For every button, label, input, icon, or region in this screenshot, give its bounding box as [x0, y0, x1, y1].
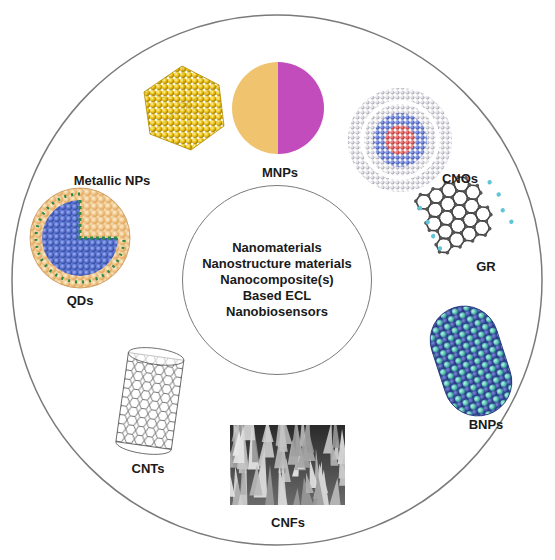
part-label-holder: QDs [67, 291, 94, 309]
graphene-figure [412, 162, 515, 258]
part-label-holder: BNPs [469, 415, 504, 433]
part-label: MNPs [262, 165, 298, 180]
part-label-holder: GR [476, 257, 496, 275]
cno-figure [348, 88, 452, 192]
part-label-holder: CNTs [132, 459, 165, 477]
part-label: CNFs [271, 515, 305, 530]
outer-circle [12, 15, 542, 545]
center-text: Nanomaterials Nanostructure materials Na… [200, 240, 354, 320]
part-label: Metallic NPs [74, 173, 151, 188]
part-label-holder: MNPs [262, 163, 298, 181]
part-label-holder: CNOs [442, 169, 478, 187]
bnp-figure [421, 297, 520, 425]
part-label: QDs [67, 293, 94, 308]
part-label: GR [476, 259, 496, 274]
part-label: BNPs [469, 417, 504, 432]
cnt-figure [115, 345, 185, 458]
qd-figure [30, 188, 130, 288]
part-label-holder: CNFs [271, 513, 305, 531]
cnf-figure [223, 391, 348, 514]
part-label: CNTs [132, 461, 165, 476]
mnp-figure [232, 62, 324, 154]
center-circle: Nanomaterials Nanostructure materials Na… [182, 185, 372, 375]
part-label: CNOs [442, 171, 478, 186]
part-label-holder: Metallic NPs [74, 171, 151, 189]
metallic-np-figure [144, 66, 224, 150]
